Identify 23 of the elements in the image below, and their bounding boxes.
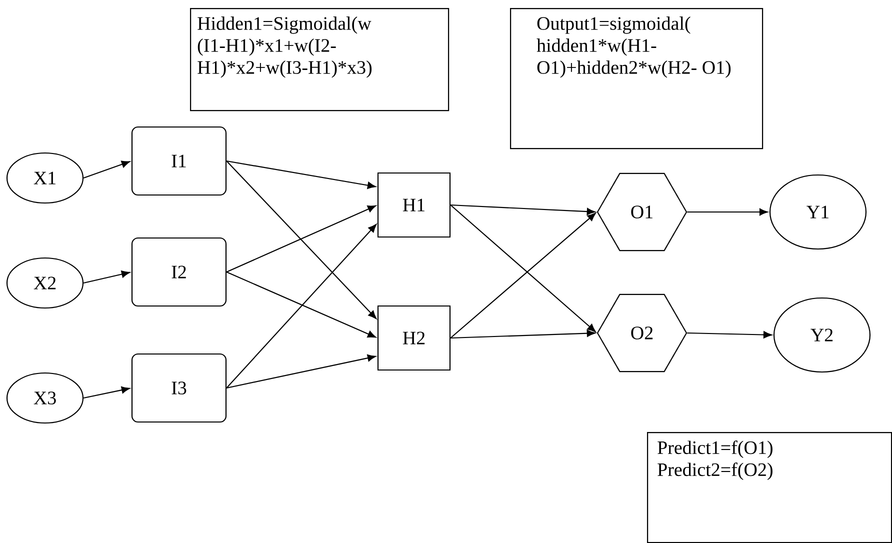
formula-box: Predict1=f(O1) Predict2=f(O2)	[647, 432, 892, 543]
arrow	[687, 331, 772, 338]
arrow	[687, 208, 768, 216]
arrow	[83, 270, 130, 284]
arrow	[226, 224, 377, 388]
hexagon-node: O2	[596, 294, 688, 372]
arrow	[226, 354, 376, 389]
hexagon-node: O1	[596, 172, 688, 252]
arrow	[226, 160, 376, 189]
arrow	[226, 160, 377, 319]
arrow	[226, 272, 376, 338]
formula-box: Output1=sigmoidal( hidden1*w(H1- O1)+hidden2*w(H2- O1)	[510, 8, 764, 150]
neuron-box: H1	[377, 172, 451, 238]
rounded-box: I3	[131, 353, 227, 423]
arrow	[83, 386, 130, 399]
arrow	[226, 205, 376, 272]
formula-box: Hidden1=Sigmoidal(w (I1-H1)*x1+w(I2- H1)*x2+w(I3-H1)*x3)	[190, 8, 450, 112]
arrow	[450, 330, 596, 339]
arrow	[83, 160, 130, 179]
rounded-box: I1	[131, 126, 227, 196]
arrow	[450, 204, 596, 216]
rounded-box: I2	[131, 237, 227, 307]
neuron-box: H2	[377, 305, 451, 371]
